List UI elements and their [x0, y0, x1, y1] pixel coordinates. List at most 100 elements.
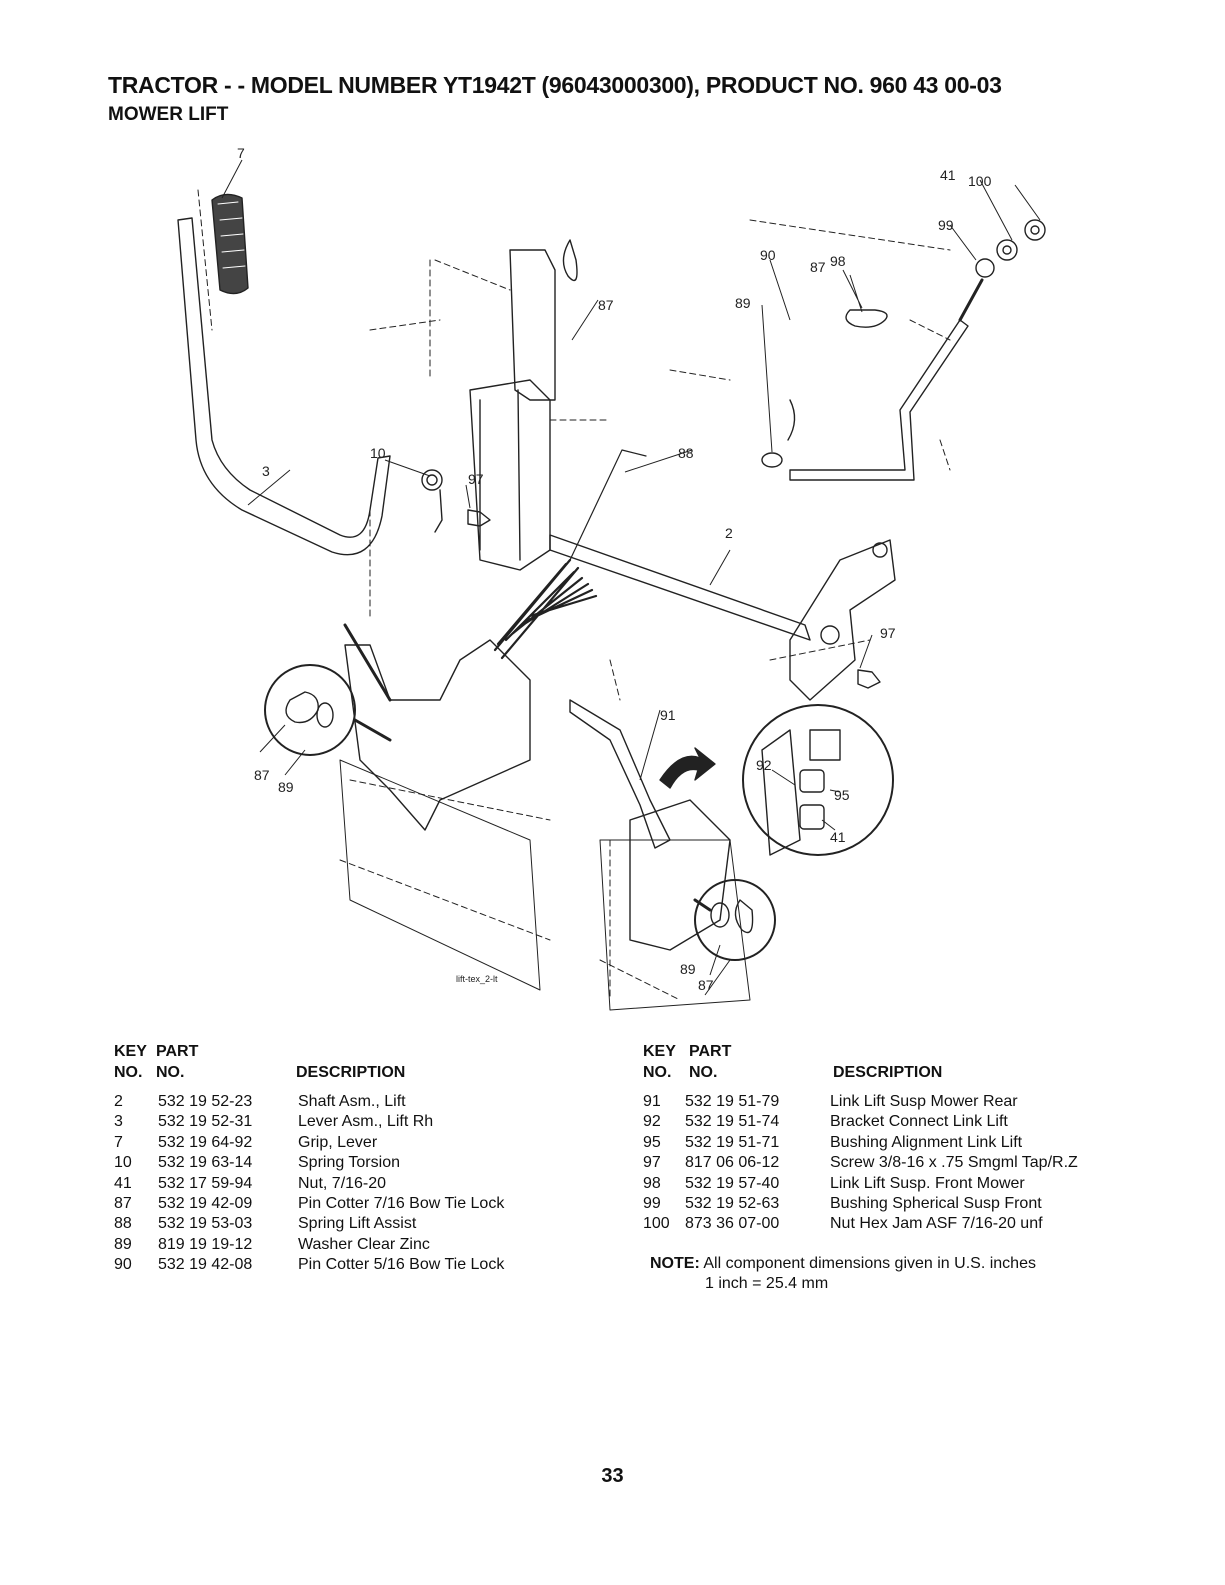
front-link-98 [789, 319, 969, 481]
screw-97 [467, 509, 491, 527]
description: Pin Cotter 5/16 Bow Tie Lock [298, 1256, 505, 1274]
description: Bracket Connect Link Lift [830, 1113, 1008, 1131]
key-no: 87 [114, 1194, 132, 1212]
description: Lever Asm., Lift Rh [298, 1113, 434, 1131]
callout-97-left: 97 [468, 471, 484, 487]
key-no: 91 [643, 1093, 661, 1110]
callout-100: 100 [968, 173, 992, 189]
callout-88: 88 [678, 445, 694, 461]
description: Pin Cotter 7/16 Bow Tie Lock [298, 1194, 505, 1212]
callout-89-lower-left: 89 [278, 779, 294, 795]
lever-grip-7 [211, 193, 249, 295]
callout-7: 7 [237, 145, 245, 161]
torsion-spring-10 [421, 469, 443, 491]
rear-link-91 [569, 699, 671, 849]
note-line2: 1 inch = 25.4 mm [705, 1275, 829, 1292]
callout-92: 92 [756, 757, 772, 773]
callout-2: 2 [725, 525, 733, 541]
description: Spring Lift Assist [298, 1215, 417, 1233]
part-no: 819 19 19-12 [158, 1235, 253, 1253]
bow-tie-pin-87 [845, 309, 888, 328]
lift-assist-spring-88 [493, 558, 598, 660]
description: Nut, 7/16-20 [298, 1174, 387, 1192]
callout-41-detail: 41 [830, 829, 846, 845]
key-no: 97 [643, 1154, 661, 1172]
mower-deck-right [599, 839, 751, 1011]
header-key-line2: NO. [643, 1064, 672, 1081]
callout-89-top: 89 [735, 295, 751, 311]
key-no: 98 [643, 1174, 661, 1192]
nut-100 [1024, 219, 1046, 241]
callout-98: 98 [830, 253, 846, 269]
callout-97-right: 97 [880, 625, 896, 641]
description: Screw 3/8-16 x .75 Smgml Tap/R.Z [830, 1154, 1078, 1172]
header-part-line1: PART [689, 1043, 732, 1060]
callout-95: 95 [834, 787, 850, 803]
dimensions-note: NOTE: All component dimensions given in … [650, 1254, 1036, 1294]
part-no: 532 19 53-03 [158, 1215, 253, 1233]
key-no: 89 [114, 1235, 132, 1253]
header-key-line1: KEY [643, 1043, 676, 1060]
diagram-drawing: 7 41 100 99 87 87 90 98 89 10 97 88 3 2 … [177, 145, 1046, 1011]
section-title: MOWER LIFT [108, 104, 229, 125]
header-part-line2: NO. [689, 1064, 718, 1081]
description: Link Lift Susp. Front Mower [830, 1174, 1025, 1192]
page-number: 33 [601, 1465, 624, 1487]
description: Nut Hex Jam ASF 7/16-20 unf [830, 1215, 1043, 1233]
nut-41 [996, 239, 1018, 261]
key-no: 90 [114, 1256, 132, 1274]
part-no: 532 19 64-92 [158, 1133, 253, 1151]
key-no: 92 [643, 1113, 661, 1131]
lift-shaft-2 [549, 534, 811, 641]
part-no: 532 19 52-63 [685, 1194, 780, 1212]
description: Bushing Alignment Link Lift [830, 1133, 1023, 1151]
lower-right-bracket [629, 799, 731, 951]
key-no: 10 [114, 1154, 132, 1172]
part-no: 532 19 42-09 [158, 1194, 253, 1212]
description: Link Lift Susp Mower Rear [830, 1093, 1018, 1110]
header-description: DESCRIPTION [833, 1064, 943, 1081]
description: Shaft Asm., Lift [298, 1093, 406, 1110]
header-key-line1: KEY [114, 1043, 147, 1060]
callout-87-lower-left: 87 [254, 767, 270, 783]
right-bracket [789, 539, 896, 701]
part-no: 532 17 59-94 [158, 1174, 253, 1192]
callout-90: 90 [760, 247, 776, 263]
header-description: DESCRIPTION [296, 1064, 406, 1081]
page-title: TRACTOR - - MODEL NUMBER YT1942T (960430… [108, 72, 1002, 98]
header-key-line2: NO. [114, 1064, 143, 1081]
part-no: 817 06 06-12 [685, 1154, 780, 1172]
key-no: 88 [114, 1215, 132, 1233]
callout-10: 10 [370, 445, 386, 461]
washer-89 [761, 452, 783, 468]
lift-lever-3 [177, 217, 391, 556]
header-part-line2: NO. [156, 1064, 185, 1081]
part-no: 532 19 63-14 [158, 1154, 253, 1172]
description: Bushing Spherical Susp Front [830, 1194, 1042, 1212]
exploded-parts-diagram: 7 41 100 99 87 87 90 98 89 10 97 88 3 2 … [150, 140, 1070, 1020]
part-no: 532 19 57-40 [685, 1174, 780, 1192]
drawing-file-label: lift-tex_2-lt [456, 974, 498, 984]
bushing-99 [975, 258, 995, 278]
callout-89-lower-right: 89 [680, 961, 696, 977]
callout-91: 91 [660, 707, 676, 723]
detail-circle-right-large [742, 704, 894, 856]
key-no: 99 [643, 1194, 661, 1212]
note-label: NOTE: [650, 1255, 700, 1272]
part-no: 532 19 51-74 [685, 1113, 780, 1131]
key-no: 100 [643, 1215, 670, 1233]
note-line1: All component dimensions given in U.S. i… [703, 1255, 1036, 1272]
part-no: 532 19 52-23 [158, 1093, 253, 1110]
detail-circle-left [264, 664, 356, 756]
direction-arrow [659, 747, 716, 789]
callout-87-top-center: 87 [598, 297, 614, 313]
part-no: 532 19 51-79 [685, 1093, 780, 1110]
header-part-line1: PART [156, 1043, 199, 1060]
key-no: 95 [643, 1133, 661, 1151]
detail-circle-right-small [694, 879, 776, 961]
part-no: 532 19 52-31 [158, 1113, 253, 1131]
callout-41: 41 [940, 167, 956, 183]
key-no: 3 [114, 1113, 123, 1131]
callout-87-top-right: 87 [810, 259, 826, 275]
